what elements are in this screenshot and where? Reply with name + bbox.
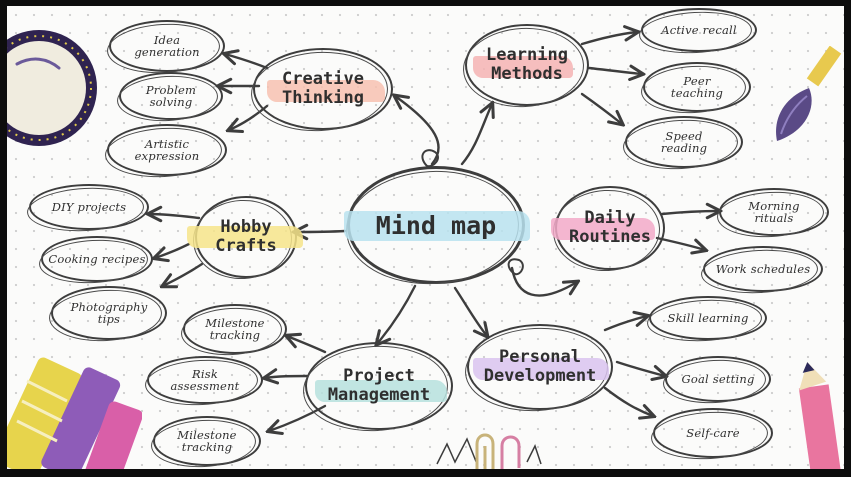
leaf-problem-solving[interactable]: Problem solving [119,72,223,120]
connector-creative-artistic [229,104,269,130]
hub-creative-label: Creative Thinking [282,69,364,108]
leaf-cooking-recipes[interactable]: Cooking recipes [41,236,153,282]
leaf-morning-rituals[interactable]: Morning rituals [719,188,829,236]
hub-learning-methods[interactable]: Learning Methods [465,24,589,106]
connector-center-personal [453,286,487,336]
connector-learning-active [580,32,637,46]
personal-highlight [473,358,609,380]
leaf-self-care[interactable]: Self-care [653,408,773,458]
center-label: Mind map [375,210,497,240]
tape-rolls-decoration [7,357,142,469]
center-node[interactable]: Mind map [344,166,530,284]
leaf-artistic-expression[interactable]: Artistic expression [107,124,227,176]
pencil-decoration [798,362,842,469]
paintbrush-decoration [776,46,842,141]
creative-highlight [267,80,385,102]
connector-center-project [377,284,417,344]
leaf-peer-teaching[interactable]: Peer teaching [643,62,751,112]
hub-personal-label: Personal Development [483,347,597,386]
connector-center-daily [510,266,577,297]
hub-daily-label: Daily Routines [569,208,651,247]
daily-highlight [551,218,655,240]
leaf-diy-projects[interactable]: DIY projects [29,184,149,230]
paperclip-decoration [436,433,542,469]
connector-daily-morning [660,211,719,214]
hub-project-management[interactable]: Project Management [305,342,453,430]
mind-map-canvas: Mind map Creative Thinking Idea generati… [7,6,844,469]
plate-decoration [7,30,97,146]
connector-learning-peer [587,68,642,74]
leaf-work-schedules[interactable]: Work schedules [703,246,823,292]
leaf-milestone-tracking-2[interactable]: Milestone tracking [153,416,261,466]
connector-center-learning [460,104,492,166]
connector-hobby-diy [149,214,201,218]
connector-hobby-cooking [155,242,191,258]
hub-learning-label: Learning Methods [486,45,568,84]
hub-hobby-crafts[interactable]: Hobby Crafts [187,196,303,278]
connector-project-milestone1 [287,336,327,354]
connector-personal-goal [615,360,665,376]
connector-hobby-photo [163,262,204,286]
connector-personal-skill [603,316,647,332]
connector-lines [7,6,844,469]
connector-learning-speed [580,92,622,124]
connector-center-hobby [295,231,347,232]
leaf-speed-reading[interactable]: Speed reading [625,116,743,168]
hobby-highlight [187,226,303,248]
leaf-goal-setting[interactable]: Goal setting [665,356,771,402]
connector-project-risk [265,376,309,378]
center-highlight [344,211,530,241]
connector-personal-self [603,386,653,416]
project-highlight [315,380,447,402]
hub-project-label: Project Management [327,366,431,405]
connector-daily-work [655,236,705,250]
hub-daily-routines[interactable]: Daily Routines [551,186,665,270]
leaf-milestone-tracking-1[interactable]: Milestone tracking [183,304,287,354]
connector-center-creative [395,96,440,166]
hub-personal-development[interactable]: Personal Development [467,324,613,410]
hub-creative-thinking[interactable]: Creative Thinking [253,48,393,130]
leaf-photography-tips[interactable]: Photography tips [51,286,167,340]
learning-highlight [473,56,573,78]
leaf-active-recall[interactable]: Active recall [641,8,757,52]
leaf-risk-assessment[interactable]: Risk assessment [147,356,263,404]
leaf-skill-learning[interactable]: Skill learning [649,296,767,340]
connector-creative-idea [225,54,269,70]
hub-hobby-label: Hobby Crafts [215,217,277,256]
leaf-idea-generation[interactable]: Idea generation [109,20,225,72]
